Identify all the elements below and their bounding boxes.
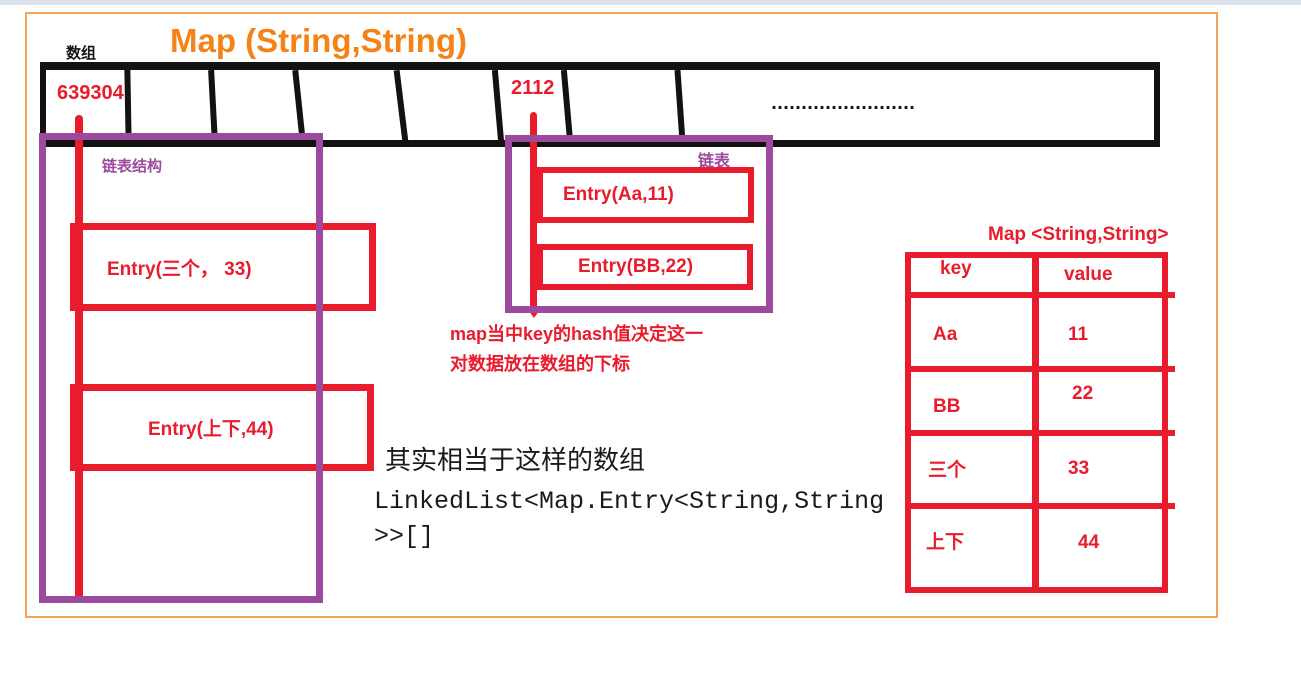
middle-linked-list-label: 链表 (698, 153, 731, 170)
diagram-title: Map (String,String) (170, 22, 467, 59)
left-bucket-pointer-line (75, 115, 83, 597)
window-top-strip (0, 0, 1301, 5)
middle-linked-list-outline (505, 135, 773, 313)
array-hash-value-middle: 2112 (511, 77, 555, 99)
entry-node-left-1: Entry(三个， 33) (70, 223, 376, 311)
map-table-header-key: key (940, 258, 972, 279)
entry-node-label: Entry(上下,44) (148, 419, 274, 440)
entry-node-label: Entry(三个， 33) (107, 258, 252, 280)
entry-node-middle-2: Entry(BB,22) (537, 244, 753, 290)
map-table-header-value: value (1064, 264, 1113, 285)
map-table-cell-key: Aa (933, 324, 958, 345)
equivalence-note-line3: >>[] (374, 522, 435, 551)
array-cell-divider (124, 69, 132, 143)
map-table-cell-key: 三个 (928, 460, 967, 481)
map-table-cell-value: 11 (1068, 324, 1089, 345)
map-table-row-divider (908, 503, 1175, 509)
entry-node-label: Entry(BB,22) (578, 256, 694, 277)
map-table-cell-value: 33 (1068, 458, 1090, 479)
map-table-cell-value: 44 (1078, 532, 1100, 553)
array-ellipsis-dots: ........................ (768, 93, 918, 116)
hash-note-line1: map当中key的hash值决定这一 (450, 324, 704, 344)
diagram-outer-frame (25, 12, 1218, 618)
equivalence-note-line1: 其实相当于这样的数组 (385, 446, 646, 476)
equivalence-note-line2: LinkedList<Map.Entry<String,String (374, 487, 885, 516)
entry-node-middle-1: Entry(Aa,11) (537, 167, 754, 223)
map-table-row-divider (908, 430, 1175, 436)
middle-bucket-pointer-line (530, 112, 537, 310)
hash-array (40, 62, 1160, 147)
map-table-row-divider (908, 366, 1175, 372)
left-linked-list-outline (39, 133, 323, 603)
map-table-row-divider (908, 292, 1175, 298)
map-table-column-divider (1032, 255, 1039, 589)
array-hash-value-first: 639304 (57, 82, 124, 104)
map-table-cell-key: 上下 (926, 532, 965, 553)
hash-note-line2: 对数据放在数组的下标 (450, 354, 630, 374)
map-table-cell-value: 22 (1072, 383, 1094, 404)
left-linked-list-label: 链表结构 (102, 158, 163, 175)
map-table-title: Map <String,String> (988, 224, 1169, 245)
map-table-cell-key: BB (933, 396, 961, 417)
entry-node-left-2: Entry(上下,44) (70, 384, 374, 471)
entry-node-label: Entry(Aa,11) (563, 184, 674, 205)
